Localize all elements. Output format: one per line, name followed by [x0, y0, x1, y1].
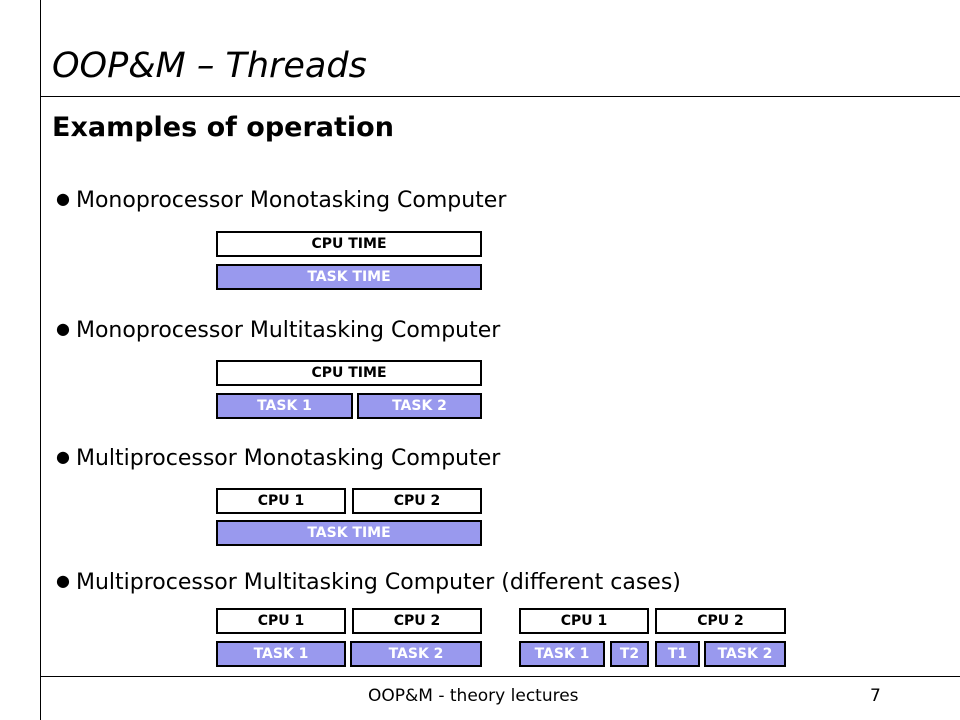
task-2-box: TASK 2 — [350, 641, 482, 667]
bullet-item: ● Multiprocessor Multitasking Computer (d… — [56, 570, 681, 595]
cpu-1-box: CPU 1 — [519, 608, 649, 634]
task-time-box: TASK TIME — [216, 520, 482, 546]
bullet-item: ● Monoprocessor Multitasking Computer — [56, 318, 500, 343]
bullet-dot: ● — [56, 571, 70, 590]
bullet-dot: ● — [56, 319, 70, 338]
task-2-box: TASK 2 — [357, 393, 482, 419]
task-1-box: TASK 1 — [519, 641, 605, 667]
cpu-time-box: CPU TIME — [216, 360, 482, 386]
cpu-2-box: CPU 2 — [655, 608, 786, 634]
task-2-short-box: T2 — [610, 641, 649, 667]
cpu-1-box: CPU 1 — [216, 608, 346, 634]
bullet-label: Multiprocessor Multitasking Computer (di… — [75, 570, 681, 595]
bullet-label: Multiprocessor Monotasking Computer — [75, 446, 501, 471]
cpu-time-box: CPU TIME — [216, 231, 482, 257]
page-number: 7 — [870, 686, 881, 706]
task-time-box: TASK TIME — [216, 264, 482, 290]
bullet-dot: ● — [56, 189, 70, 208]
cpu-2-box: CPU 2 — [352, 608, 482, 634]
task-1-short-box: T1 — [655, 641, 700, 667]
slide-subtitle: Examples of operation — [52, 112, 394, 143]
bullet-dot: ● — [56, 447, 70, 466]
slide-title: OOP&M – Threads — [52, 46, 367, 86]
task-2-box: TASK 2 — [704, 641, 786, 667]
title-divider — [40, 96, 960, 97]
bullet-item: ● Multiprocessor Monotasking Computer — [56, 446, 500, 471]
cpu-1-box: CPU 1 — [216, 488, 346, 514]
task-1-box: TASK 1 — [216, 641, 346, 667]
footer-divider — [40, 676, 960, 677]
bullet-label: Monoprocessor Multitasking Computer — [75, 318, 501, 343]
left-rule — [40, 0, 41, 720]
bullet-label: Monoprocessor Monotasking Computer — [75, 188, 507, 213]
cpu-2-box: CPU 2 — [352, 488, 482, 514]
task-1-box: TASK 1 — [216, 393, 353, 419]
footer-text: OOP&M - theory lectures — [368, 686, 579, 706]
bullet-item: ● Monoprocessor Monotasking Computer — [56, 188, 506, 213]
